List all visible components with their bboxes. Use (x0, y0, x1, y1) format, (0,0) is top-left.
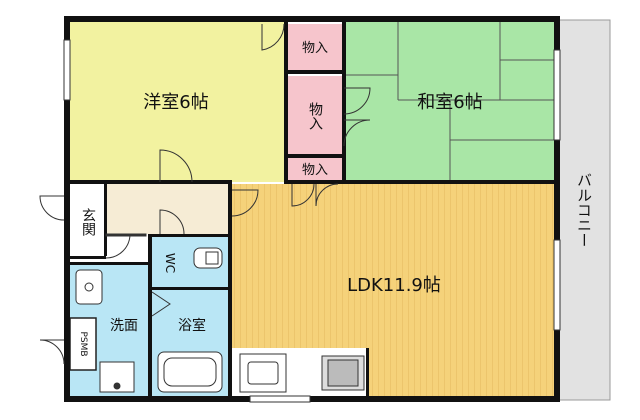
psmb-label: PSMB (78, 331, 88, 356)
wc-label: WC (163, 253, 177, 273)
japanese-room-label: 和室6帖 (417, 92, 482, 113)
doors (39, 23, 371, 365)
ldk-label: LDK11.9帖 (347, 275, 441, 296)
entrance-floor (70, 186, 106, 256)
hallway (106, 182, 230, 234)
closet-label-bottom: 物入 (302, 163, 328, 178)
tatami-lines (344, 22, 556, 180)
closet-top (288, 24, 342, 70)
closet-mid (288, 76, 342, 154)
western-room-label: 洋室6帖 (143, 92, 208, 113)
balcony (555, 19, 611, 401)
entrance-label: 玄関 (80, 207, 96, 237)
closet-label-top: 物入 (302, 41, 328, 56)
balcony-label: バルコニー (575, 173, 593, 248)
closet-bottom (288, 158, 342, 182)
ps-mb-box (69, 317, 97, 371)
closet-label-mid: 物入 (307, 102, 323, 130)
washroom-label: 洗面 (110, 318, 138, 334)
windows (63, 39, 561, 403)
fixtures (75, 233, 365, 393)
bathroom-label: 浴室 (178, 317, 206, 334)
